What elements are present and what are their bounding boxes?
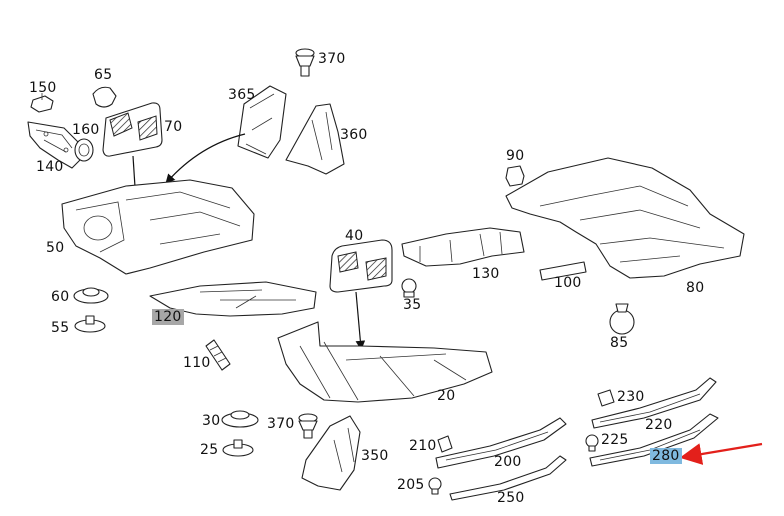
label-280-selected[interactable]: 280 <box>650 448 682 464</box>
part-90-clip[interactable] <box>505 165 525 187</box>
label-100[interactable]: 100 <box>554 275 582 291</box>
part-100-strip[interactable] <box>539 261 587 281</box>
label-85[interactable]: 85 <box>610 335 629 351</box>
part-20-rear-carpet[interactable] <box>277 321 493 403</box>
part-80-carpet[interactable] <box>505 157 745 279</box>
label-50[interactable]: 50 <box>46 240 65 256</box>
label-220[interactable]: 220 <box>645 417 673 433</box>
part-110-pad[interactable] <box>205 339 231 371</box>
label-30[interactable]: 30 <box>202 413 221 429</box>
label-370-lower[interactable]: 370 <box>267 416 295 432</box>
label-20[interactable]: 20 <box>437 388 456 404</box>
part-225-clip[interactable] <box>585 434 599 452</box>
red-pointer-arrow <box>679 442 763 465</box>
part-55-washer[interactable] <box>74 315 106 333</box>
part-70-mat[interactable] <box>102 102 163 157</box>
label-365[interactable]: 365 <box>228 87 256 103</box>
label-370-top[interactable]: 370 <box>318 51 346 67</box>
label-250[interactable]: 250 <box>497 490 525 506</box>
label-35[interactable]: 35 <box>403 297 422 313</box>
label-130[interactable]: 130 <box>472 266 500 282</box>
part-65-clip[interactable] <box>92 86 117 108</box>
label-25[interactable]: 25 <box>200 442 219 458</box>
part-220-sill-trim[interactable] <box>591 377 717 429</box>
part-370-bolt-top[interactable] <box>295 48 315 77</box>
label-200[interactable]: 200 <box>494 454 522 470</box>
label-80[interactable]: 80 <box>686 280 705 296</box>
part-230-clip[interactable] <box>597 389 615 407</box>
label-350[interactable]: 350 <box>361 448 389 464</box>
part-370-bolt-lower[interactable] <box>298 413 318 439</box>
part-200-sill-trim[interactable] <box>435 417 567 469</box>
part-35-plug[interactable] <box>401 278 417 298</box>
label-140[interactable]: 140 <box>36 159 64 175</box>
part-40-mat[interactable] <box>329 239 393 293</box>
label-120[interactable]: 120 <box>152 309 184 325</box>
part-130-insulation[interactable] <box>401 227 525 267</box>
label-205[interactable]: 205 <box>397 477 425 493</box>
label-160[interactable]: 160 <box>72 122 100 138</box>
label-225[interactable]: 225 <box>601 432 629 448</box>
part-250-sill-trim[interactable] <box>449 455 567 501</box>
label-210[interactable]: 210 <box>409 438 437 454</box>
part-160-grommet[interactable] <box>74 138 94 162</box>
part-30-washer[interactable] <box>221 410 259 428</box>
part-365-bracket[interactable] <box>237 85 287 159</box>
part-50-front-carpet[interactable] <box>61 179 255 275</box>
label-150[interactable]: 150 <box>29 80 57 96</box>
label-70[interactable]: 70 <box>164 119 183 135</box>
label-55[interactable]: 55 <box>51 320 70 336</box>
label-40[interactable]: 40 <box>345 228 364 244</box>
label-90[interactable]: 90 <box>506 148 525 164</box>
part-60-washer[interactable] <box>73 287 109 304</box>
part-205-clip[interactable] <box>428 477 442 495</box>
label-65[interactable]: 65 <box>94 67 113 83</box>
part-150-nut[interactable] <box>30 93 54 113</box>
label-60[interactable]: 60 <box>51 289 70 305</box>
part-85-plug[interactable] <box>609 303 635 335</box>
label-110[interactable]: 110 <box>183 355 211 371</box>
part-210-clip[interactable] <box>437 435 453 453</box>
part-350-trim[interactable] <box>301 415 361 491</box>
part-25-washer[interactable] <box>222 439 254 457</box>
label-360[interactable]: 360 <box>340 127 368 143</box>
part-140-bracket[interactable] <box>27 121 81 169</box>
part-360-trim[interactable] <box>285 103 345 175</box>
label-230[interactable]: 230 <box>617 389 645 405</box>
